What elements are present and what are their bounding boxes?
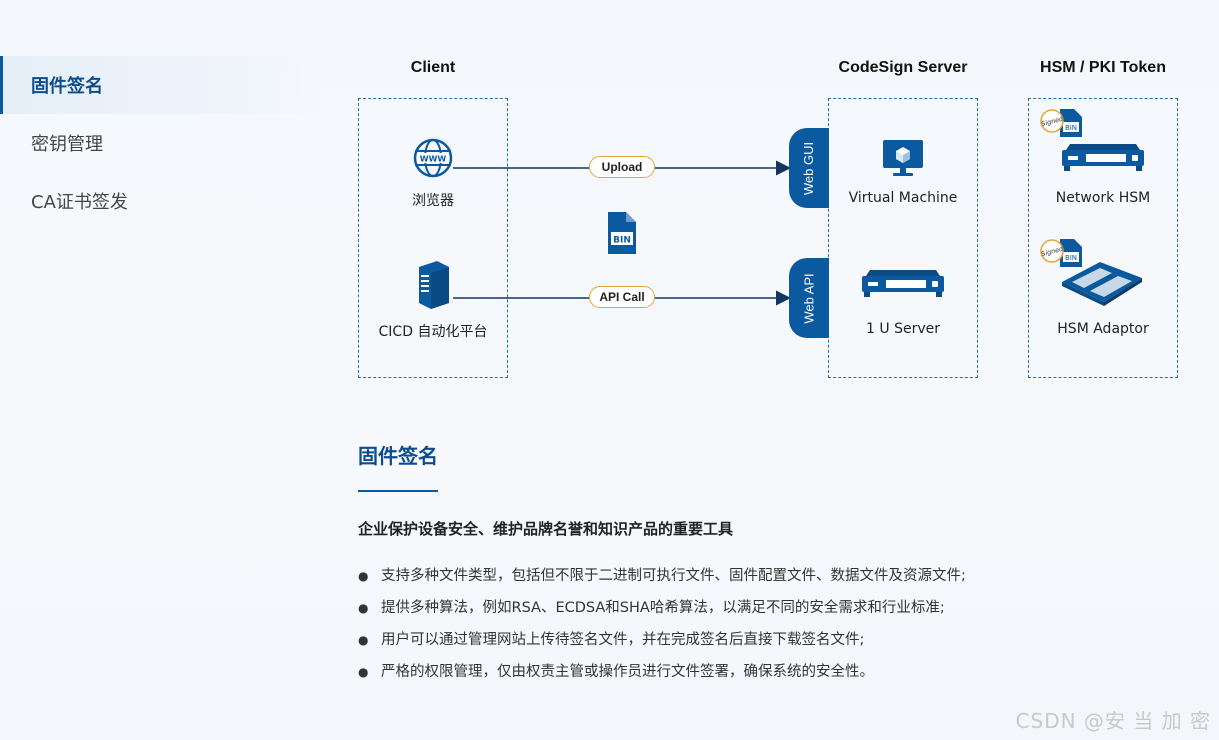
sidebar-item-ca-issuance[interactable]: CA证书签发	[31, 192, 128, 213]
section-title: 固件签名	[358, 444, 438, 468]
bullet-dot: ●	[358, 633, 369, 647]
upload-pill: Upload	[589, 156, 655, 178]
network-hsm-icon	[1062, 144, 1144, 171]
client-column-title: Client	[410, 59, 456, 76]
globe-icon: WWW	[413, 138, 453, 178]
bullet-dot: ●	[358, 601, 369, 615]
browser-label: 浏览器	[412, 193, 454, 209]
server-box	[828, 98, 978, 378]
feature-list: ● 支持多种文件类型，包括但不限于二进制可执行文件、固件配置文件、数据文件及资源文…	[358, 566, 966, 694]
virtual-machine-icon	[883, 140, 923, 176]
watermark: CSDN @安 当 加 密	[1015, 709, 1211, 733]
client-box	[358, 98, 508, 378]
list-item: ● 严格的权限管理，仅由权责主管或操作员进行文件签署，确保系统的安全性。	[358, 662, 966, 694]
web-api-tab[interactable]: Web API	[789, 258, 829, 338]
sidebar: 固件签名 密钥管理 CA证书签发	[0, 56, 320, 230]
web-gui-label: Web GUI	[801, 141, 817, 195]
www-text: WWW	[420, 155, 447, 164]
server-tower-icon	[419, 261, 449, 309]
section-title-underline	[358, 490, 438, 492]
api-call-pill: API Call	[589, 286, 655, 308]
list-item-text: 支持多种文件类型，包括但不限于二进制可执行文件、固件配置文件、数据文件及资源文件…	[381, 568, 966, 584]
bullet-dot: ●	[358, 665, 369, 679]
list-item: ● 支持多种文件类型，包括但不限于二进制可执行文件、固件配置文件、数据文件及资源文…	[358, 566, 966, 598]
bin-text-small-2: BIN	[1065, 254, 1077, 262]
list-item: ● 用户可以通过管理网站上传待签名文件，并在完成签名后直接下载签名文件;	[358, 630, 966, 662]
hsm-adaptor-label: HSM Adaptor	[1057, 321, 1149, 337]
signed-bin-icon-2: BIN Signed	[1040, 239, 1082, 267]
bin-text-small: BIN	[1065, 124, 1077, 132]
list-item: ● 提供多种算法，例如RSA、ECDSA和SHA哈希算法，以满足不同的安全需求和行…	[358, 598, 966, 630]
signed-bin-icon: BIN Signed	[1040, 109, 1082, 137]
sidebar-item-firmware-signing[interactable]: 固件签名	[0, 56, 320, 114]
list-item-text: 严格的权限管理，仅由权责主管或操作员进行文件签署，确保系统的安全性。	[381, 664, 874, 680]
hsm-column-title: HSM / PKI Token	[1040, 59, 1166, 76]
network-hsm-label: Network HSM	[1055, 190, 1151, 206]
rack-server-icon	[862, 270, 944, 297]
bullet-dot: ●	[358, 569, 369, 583]
web-gui-tab[interactable]: Web GUI	[789, 128, 829, 208]
hsm-box	[1028, 98, 1178, 378]
web-api-label: Web API	[801, 272, 817, 324]
hsm-adaptor-icon	[1062, 262, 1142, 306]
sidebar-item-key-management[interactable]: 密钥管理	[31, 134, 103, 155]
virtual-machine-label: Virtual Machine	[848, 190, 958, 206]
list-item-text: 提供多种算法，例如RSA、ECDSA和SHA哈希算法，以满足不同的安全需求和行业…	[381, 600, 945, 616]
bin-text: BIN	[613, 236, 631, 246]
cicd-label: CICD 自动化平台	[378, 324, 488, 340]
one-u-server-label: 1 U Server	[866, 321, 940, 337]
bin-file-icon: BIN	[608, 212, 636, 254]
server-column-title: CodeSign Server	[838, 59, 968, 76]
section-subtitle: 企业保护设备安全、维护品牌名誉和知识产品的重要工具	[358, 520, 734, 538]
list-item-text: 用户可以通过管理网站上传待签名文件，并在完成签名后直接下载签名文件;	[381, 632, 865, 648]
